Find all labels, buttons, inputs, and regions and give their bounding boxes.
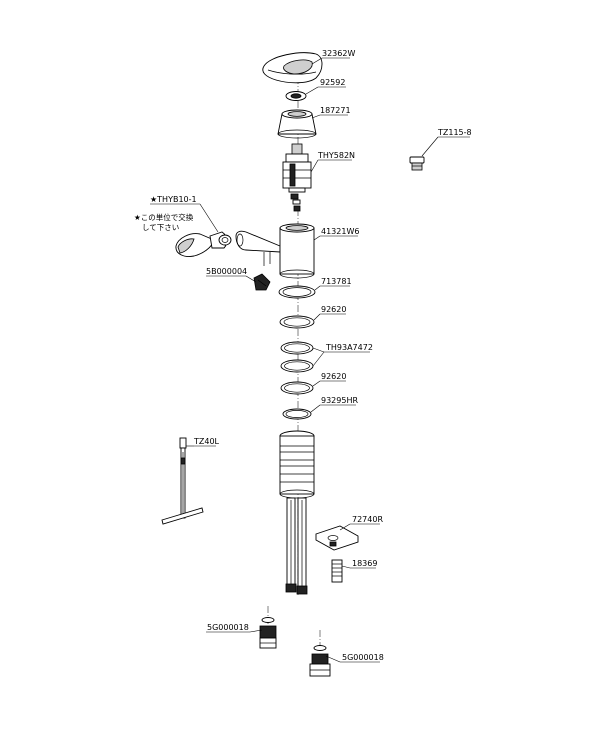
label-ring-713781: 713781 (321, 277, 352, 286)
cap-cover-part (277, 109, 317, 139)
wrench-tool-part (161, 437, 204, 525)
washer-top-part (285, 91, 307, 101)
cartridge-part (282, 143, 312, 193)
oring-pair-part (280, 341, 314, 373)
oring-seal-part (282, 408, 312, 420)
label-bracket: 72740R (352, 515, 383, 524)
supply-hoses (285, 497, 308, 595)
label-fitting-left: 5G000018 (207, 623, 249, 632)
label-shower-head: ★THYB10-1 (150, 195, 197, 204)
label-oring-pair: TH93A7472 (325, 343, 373, 352)
lever-handle-part (262, 52, 323, 84)
plug-part (409, 156, 425, 171)
label-lever-handle: 32362W (322, 49, 355, 58)
label-body: 41321W6 (321, 227, 359, 236)
label-stud: 18369 (352, 559, 377, 568)
shower-head-part (175, 231, 232, 257)
label-plug: TZ115-8 (437, 128, 472, 137)
shower-note-line1: ★この単位で交換 (134, 212, 194, 222)
body-part (235, 223, 315, 279)
lower-threaded-body (279, 430, 315, 499)
label-spout-adapter: 5B000004 (206, 267, 247, 276)
bracket-part (315, 525, 359, 551)
label-washer-top: 92592 (320, 78, 345, 87)
cartridge-small-parts (290, 193, 301, 212)
label-oring-seal: 93295HR (321, 396, 358, 405)
shower-note-line2: して下さい (142, 223, 179, 232)
label-oring-lower: 92620 (321, 372, 346, 381)
oring-upper-part (279, 315, 315, 329)
ring-713781-part (278, 285, 316, 299)
oring-lower-part (280, 381, 314, 395)
label-oring-upper: 92620 (321, 305, 346, 314)
spout-adapter-part (253, 273, 271, 291)
label-fitting-right: 5G000018 (342, 653, 384, 662)
fitting-right-part (309, 630, 331, 677)
fitting-left-part (259, 606, 277, 649)
stud-part (331, 559, 343, 583)
label-cap-cover: 187271 (320, 106, 351, 115)
label-wrench-tool: TZ40L (193, 437, 220, 446)
label-cartridge: THY582N (317, 151, 355, 160)
